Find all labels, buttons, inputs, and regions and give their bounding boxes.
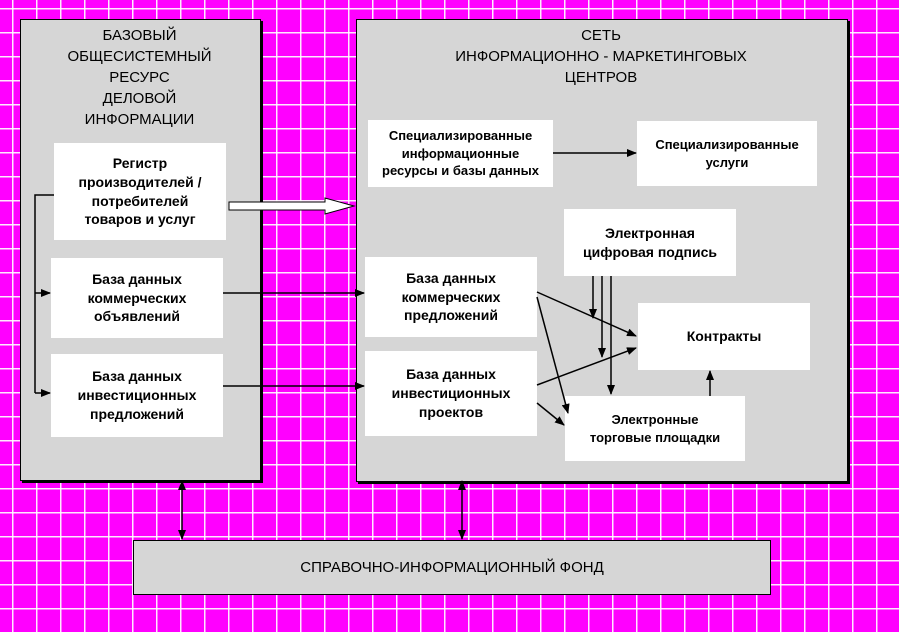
spec-resources-box: Специализированные информационные ресурс…: [368, 120, 553, 187]
digital-signature-label: Электронная цифровая подпись: [583, 224, 717, 260]
producers-registry-label: Регистр производителей / потребителей то…: [78, 154, 202, 228]
trading-platforms-label: Электронные торговые площадки: [589, 411, 721, 445]
commercial-offers-db-label: База данных коммерческих предложений: [401, 269, 501, 324]
spec-services-label: Специализированные услуги: [655, 136, 799, 170]
commercial-ads-db-label: База данных коммерческих объявлений: [87, 270, 187, 325]
contracts-label: Контракты: [686, 328, 762, 345]
marketing-centers-title: СЕТЬ ИНФОРМАЦИОННО - МАРКЕТИНГОВЫХ ЦЕНТР…: [455, 27, 747, 86]
producers-registry-box: Регистр производителей / потребителей то…: [54, 143, 226, 240]
commercial-ads-db-box: База данных коммерческих объявлений: [51, 258, 223, 338]
commercial-offers-db-box: База данных коммерческих предложений: [365, 257, 537, 337]
reference-fund-box: СПРАВОЧНО-ИНФОРМАЦИОННЫЙ ФОНД: [133, 540, 771, 595]
contracts-box: Контракты: [638, 303, 810, 370]
trading-platforms-box: Электронные торговые площадки: [565, 396, 745, 461]
spec-resources-label: Специализированные информационные ресурс…: [382, 128, 539, 179]
investment-projects-db-box: База данных инвестиционных проектов: [365, 351, 537, 436]
investment-projects-db-label: База данных инвестиционных проектов: [391, 366, 511, 420]
base-resource-title: БАЗОВЫЙ ОБЩЕСИСТЕМНЫЙ РЕСУРС ДЕЛОВОЙ ИНФ…: [67, 27, 212, 128]
investment-proposals-db-label: База данных инвестиционных предложений: [77, 368, 197, 422]
digital-signature-box: Электронная цифровая подпись: [564, 209, 736, 276]
reference-fund-label: СПРАВОЧНО-ИНФОРМАЦИОННЫЙ ФОНД: [300, 559, 604, 576]
spec-services-box: Специализированные услуги: [637, 121, 817, 186]
investment-proposals-db-box: База данных инвестиционных предложений: [51, 354, 223, 437]
